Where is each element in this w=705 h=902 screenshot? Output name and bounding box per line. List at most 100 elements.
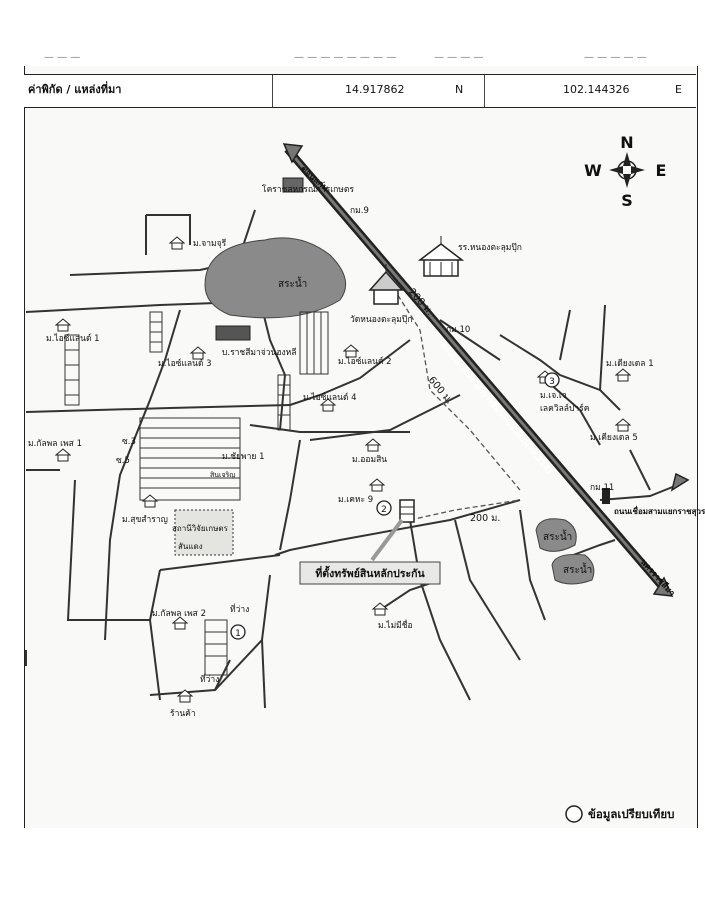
marker-number: 2 <box>381 505 387 515</box>
label-village: ม.สุขสำราญ <box>122 515 168 525</box>
legend-marker-icon <box>565 805 583 823</box>
house-icon <box>342 344 360 358</box>
local-roads <box>25 209 681 709</box>
road <box>599 483 681 501</box>
label-village: ม.ไอซ์แลนด์ 2 <box>338 356 392 367</box>
label-village: ม.กัลพล เพส 2 <box>152 609 206 619</box>
road <box>159 554 281 571</box>
marker-number: 3 <box>549 377 555 387</box>
house-icon <box>168 236 186 250</box>
road <box>104 309 181 641</box>
label-research: สันแดง <box>178 542 203 551</box>
label-soi: ซ.3 <box>122 437 136 447</box>
property-building <box>399 499 415 523</box>
house-icon <box>614 418 632 432</box>
road <box>454 519 521 661</box>
road <box>149 639 263 696</box>
label-shop: ร้านค้า <box>170 708 196 719</box>
label-village: ม.เคียงเดล 5 <box>590 432 638 443</box>
house-icon <box>171 616 189 630</box>
label-village: ม.ไอซ์แลนด์ 1 <box>46 333 100 344</box>
road <box>598 304 621 411</box>
coordinate-label: ค่าพิกัด / แหล่งที่มา <box>28 83 122 96</box>
longitude-value: 102.144326 <box>563 83 630 96</box>
label-road: ถนนเชื่อมสามแยกราชสุวรรณ <box>614 505 705 517</box>
header-cell: — — — — — — — — <box>294 52 397 63</box>
header-partial-row: — — — — — — — — — — — — — — — — — — — — <box>24 52 696 66</box>
comparable-marker-2: 2 <box>376 500 392 516</box>
pond-shape <box>535 518 577 552</box>
label-km11: กม.11 <box>590 483 614 493</box>
label-km9: กม.9 <box>350 206 369 216</box>
label-company: บ.ราชสีมาจ่วนฮงหลี <box>222 347 296 358</box>
map-sheet <box>24 66 698 828</box>
house-icon <box>54 318 72 332</box>
longitude-direction: E <box>675 83 682 96</box>
company-building <box>215 325 251 341</box>
housing-block <box>64 334 80 406</box>
road <box>409 519 471 701</box>
label-pond: สระน้ำ <box>543 529 572 543</box>
compass-rose-icon <box>609 152 645 188</box>
housing-block <box>139 417 241 501</box>
header-cell: — — — — <box>434 52 484 63</box>
house-icon <box>54 448 72 462</box>
temple-icon <box>368 264 404 305</box>
road <box>499 334 601 391</box>
house-icon <box>364 438 382 452</box>
road <box>309 394 461 441</box>
label-school: รร.หนองตะลุมปุ๊ก <box>458 242 522 253</box>
label-distance: 600 ม. <box>426 375 455 407</box>
property-location-label: ที่ตั้งทรัพย์สินหลักประกัน <box>315 565 425 580</box>
property-callout-box <box>299 561 441 585</box>
label-vacant: ที่ว่าง <box>200 673 219 685</box>
house-icon <box>189 346 207 360</box>
callout-pointer <box>370 518 404 562</box>
latitude-value: 14.917862 <box>345 83 405 96</box>
pond-shape <box>551 554 595 585</box>
housing-block <box>204 619 228 676</box>
main-highway-center <box>288 151 667 591</box>
compass-e: E <box>656 161 667 180</box>
house-icon <box>141 494 159 508</box>
header-cell: — — — <box>44 52 81 63</box>
road <box>629 449 651 491</box>
research-area <box>174 509 234 556</box>
longitude-cell: 102.144326 E <box>484 75 697 107</box>
latitude-direction: N <box>455 83 464 96</box>
house-icon <box>319 398 337 412</box>
label-km10: กม.10 <box>446 325 470 335</box>
label-village: ม.จามจุรี <box>193 238 227 249</box>
house-icon <box>368 478 386 492</box>
label-sinjai: สินเจริญ <box>210 471 235 479</box>
road <box>259 299 287 431</box>
label-village: ม.ไอซ์แลนด์ 4 <box>303 392 357 403</box>
label-village: ม.ไอซ์แลนด์ 3 <box>158 358 212 369</box>
road <box>519 509 546 621</box>
label-road-name: ถนนมิตรภาพ(นครราชสีมา-ขอนแก่น)(ทล.224) <box>438 340 554 476</box>
label-vacant: ที่ว่าง <box>230 603 249 615</box>
legend-text: ข้อมูลเปรียบเทียบ <box>588 807 674 822</box>
label-distance: 200 ม. <box>406 287 436 318</box>
school-icon <box>417 236 465 277</box>
road <box>439 319 501 361</box>
housing-block <box>277 374 291 431</box>
house-icon <box>614 368 632 382</box>
highway-arrow-south <box>652 576 674 597</box>
road <box>25 404 291 413</box>
distance-line-600 <box>384 274 521 491</box>
comparable-marker-3: 3 <box>544 372 560 388</box>
housing-grids <box>64 311 329 676</box>
km-post-icon <box>602 488 610 504</box>
label-village: ม.ชัยพาย 1 <box>222 452 265 462</box>
house-icon <box>176 689 194 703</box>
pond-shape <box>204 237 347 319</box>
marker-number: 1 <box>235 629 241 639</box>
comparable-marker-1: 1 <box>230 624 246 640</box>
latitude-cell: 14.917862 N <box>272 75 485 107</box>
side-road-arrow <box>670 472 690 492</box>
label-village: ม.เจ.เจ <box>540 391 567 401</box>
label-village: ม.ออมสิน <box>352 455 387 465</box>
road <box>274 499 521 556</box>
